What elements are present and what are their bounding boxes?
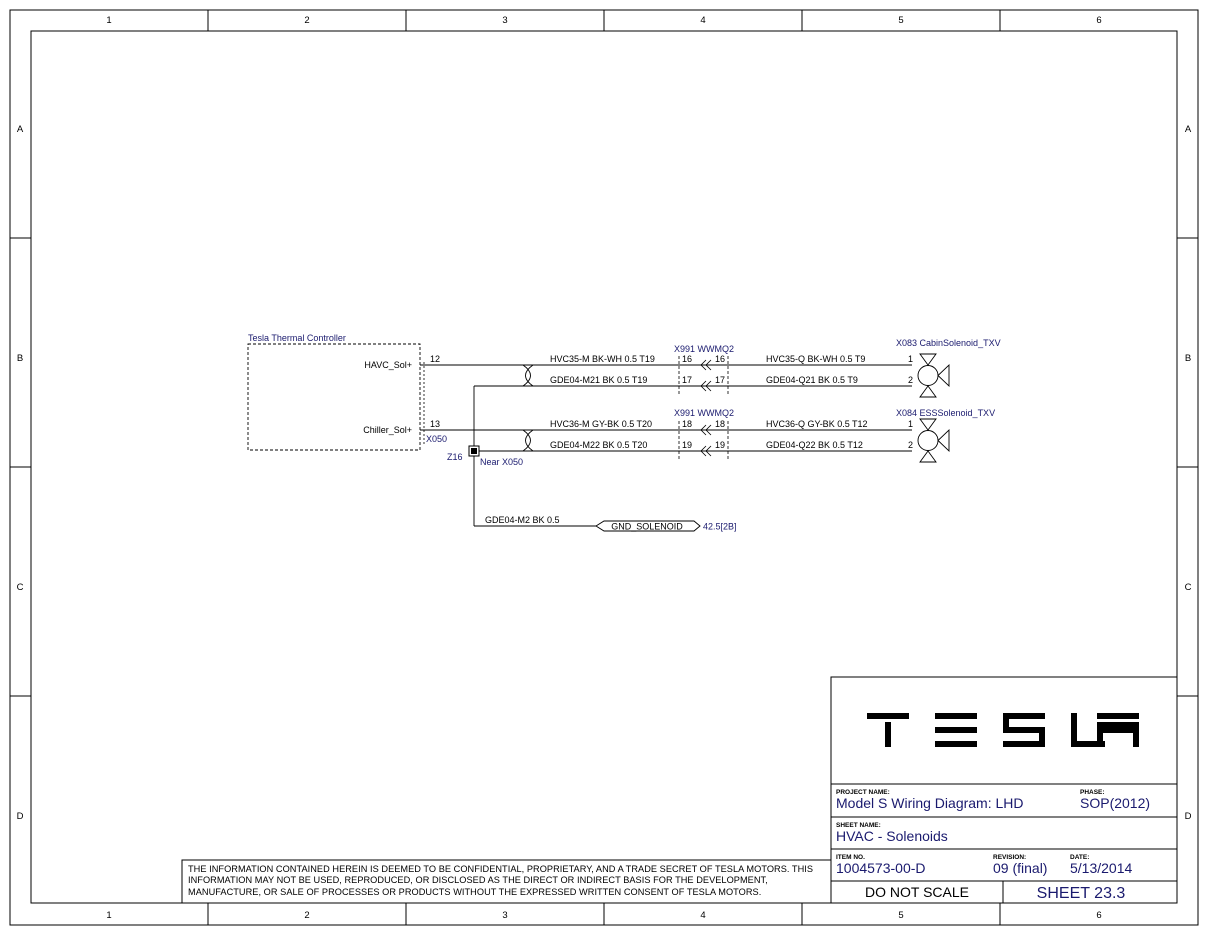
col-label-top: 3 [502, 15, 507, 26]
cavity-number: 18 [682, 419, 692, 429]
cavity-number: 17 [715, 375, 725, 385]
col-label-bottom: 3 [502, 910, 507, 921]
solenoid-pin: 2 [908, 440, 913, 450]
offpage-connector-icon [595, 520, 701, 532]
chevron-left-icon [700, 380, 712, 392]
col-label-bottom: 6 [1096, 910, 1101, 921]
cavity-number: 16 [715, 354, 725, 364]
controller-connector-id: X050 [426, 434, 447, 444]
cavity-number: 18 [715, 419, 725, 429]
solenoid-label: X083 CabinSolenoid_TXV [896, 338, 1001, 348]
col-label-top: 6 [1096, 15, 1101, 26]
wire-label: GDE04-Q21 BK 0.5 T9 [766, 375, 858, 385]
tesla-logo [867, 713, 1139, 747]
col-label-bottom: 4 [700, 910, 705, 921]
wire-label: GDE04-M22 BK 0.5 T20 [550, 440, 647, 450]
phase-value: SOP(2012) [1080, 795, 1150, 811]
controller-title: Tesla Thermal Controller [248, 333, 346, 343]
splice-z16: Z16 Near X050 [447, 445, 523, 467]
project-name: Model S Wiring Diagram: LHD [836, 795, 1024, 811]
wire-label: HVC35-M BK-WH 0.5 T19 [550, 354, 655, 364]
pin-label-chiller: Chiller_Sol+ [363, 425, 412, 435]
solenoid-ess: X084 ESSSolenoid_TXV 1 2 [896, 408, 995, 463]
solenoid-cabin: X083 CabinSolenoid_TXV 1 2 [896, 338, 1001, 398]
ground-net: GDE04-M2 BK 0.5 GND_SOLENOID 42.5[2B] [485, 515, 737, 532]
title-block-text: PROJECT NAME: Model S Wiring Diagram: LH… [836, 789, 1150, 902]
chevron-left-icon [700, 445, 712, 457]
twisted-pair-markers [522, 364, 534, 452]
wire-label: HVC36-Q GY-BK 0.5 T12 [766, 419, 868, 429]
project-label: PROJECT NAME: [836, 789, 890, 796]
phase-label: PHASE: [1080, 789, 1105, 796]
sheet-number: SHEET 23.3 [1037, 885, 1126, 902]
solenoid-valve-icon [917, 418, 950, 463]
col-label-bottom: 2 [304, 910, 309, 921]
revision-value: 09 (final) [993, 860, 1047, 876]
row-label-left: D [17, 811, 24, 822]
cavity-number: 19 [715, 440, 725, 450]
wire-runs [420, 364, 912, 527]
solenoid-label: X084 ESSSolenoid_TXV [896, 408, 995, 418]
wire-label: GDE04-M21 BK 0.5 T19 [550, 375, 647, 385]
date-value: 5/13/2014 [1070, 860, 1132, 876]
wire-label: HVC35-Q BK-WH 0.5 T9 [766, 354, 865, 364]
col-label-top: 1 [106, 15, 111, 26]
confidentiality-notice: THE INFORMATION CONTAINED HEREIN IS DEEM… [188, 864, 814, 897]
title-block [830, 676, 1178, 904]
chevron-left-icon [700, 359, 712, 371]
chevron-left-icon [700, 424, 712, 436]
zone-labels: 1 2 3 4 5 6 1 2 3 4 5 6 A B C D A B C D [17, 15, 1192, 921]
revision-label: REVISION: [993, 854, 1026, 861]
row-label-left: B [17, 353, 23, 364]
row-label-right: B [1185, 353, 1191, 364]
cavity-number: 16 [682, 354, 692, 364]
row-label-left: C [17, 582, 24, 593]
row-label-right: D [1185, 811, 1192, 822]
wire-label: GDE04-Q22 BK 0.5 T12 [766, 440, 863, 450]
thermal-controller: Tesla Thermal Controller HAVC_Sol+ Chill… [247, 333, 447, 451]
splice-id: Z16 [447, 452, 463, 462]
cavity-number: 17 [682, 375, 692, 385]
col-label-top: 4 [700, 15, 705, 26]
solenoid-pin: 1 [908, 419, 913, 429]
twisted-pair-icon [522, 364, 534, 387]
twisted-pair-icon [522, 429, 534, 452]
col-label-top: 5 [898, 15, 903, 26]
splice-location: Near X050 [480, 457, 523, 467]
solenoid-pin: 1 [908, 354, 913, 364]
item-label: ITEM NO. [836, 854, 865, 861]
sheet-name-label: SHEET NAME: [836, 822, 881, 829]
ground-net-name: GND_SOLENOID [611, 522, 683, 532]
row-label-right: A [1185, 124, 1192, 135]
ground-wire-label: GDE04-M2 BK 0.5 [485, 515, 560, 525]
col-label-bottom: 1 [106, 910, 111, 921]
splice-icon-core [471, 448, 477, 454]
inner-border [30, 30, 1178, 904]
row-label-left: A [17, 124, 24, 135]
inline-connector-x991: X991 WWMQ2 X991 WWMQ2 16 17 18 19 16 17 … [674, 344, 734, 461]
pin-label-havc: HAVC_Sol+ [364, 360, 412, 370]
inline-connector-label: X991 WWMQ2 [674, 408, 734, 418]
controller-box [247, 343, 421, 451]
pin-number-12: 12 [430, 354, 440, 364]
pin-number-13: 13 [430, 419, 440, 429]
zone-dividers [10, 10, 1198, 925]
row-label-right: C [1185, 582, 1192, 593]
sheet-name: HVAC - Solenoids [836, 828, 948, 844]
cavity-number: 19 [682, 440, 692, 450]
date-label: DATE: [1070, 854, 1089, 861]
ground-net-ref: 42.5[2B] [703, 522, 737, 532]
item-number: 1004573-00-D [836, 860, 926, 876]
outer-border [9, 9, 1199, 926]
inline-connector-label: X991 WWMQ2 [674, 344, 734, 354]
wire-label: HVC36-M GY-BK 0.5 T20 [550, 419, 652, 429]
solenoid-valve-icon [917, 353, 950, 398]
scale-note: DO NOT SCALE [865, 884, 969, 900]
col-label-bottom: 5 [898, 910, 903, 921]
col-label-top: 2 [304, 15, 309, 26]
wire-labels: HVC35-M BK-WH 0.5 T19 GDE04-M21 BK 0.5 T… [550, 354, 868, 450]
drawing-frame [9, 9, 1199, 926]
solenoid-pin: 2 [908, 375, 913, 385]
